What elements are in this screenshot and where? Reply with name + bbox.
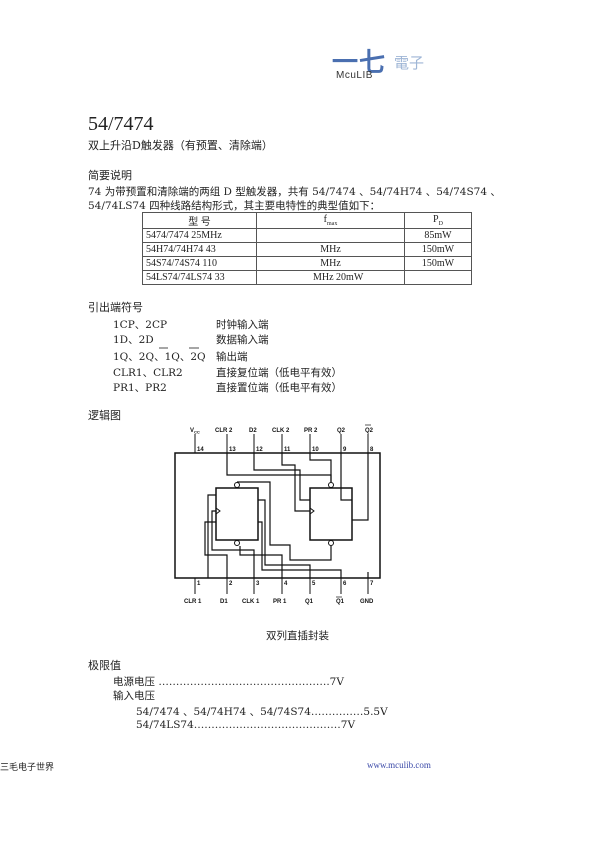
limits-input-line-2: 54/74LS74……………………………………7V	[136, 719, 356, 731]
table-cell: 150mW	[404, 242, 472, 257]
table-cell: MHz 20mW	[256, 270, 405, 285]
header-pd-p: P	[433, 214, 439, 225]
pin-10: 10	[312, 447, 319, 453]
pin-2: 2	[229, 581, 233, 587]
header-fmax-f: f	[323, 214, 327, 225]
summary-heading: 简要说明	[88, 169, 132, 182]
mculib-logo: 一七 電子 McuLIB	[332, 42, 442, 84]
limits-supply: 电源电压 ………………………………………….7V	[113, 676, 344, 688]
label-q1-bar: Q1	[336, 599, 345, 605]
spec-table-header: 型 号 fmax PD	[142, 212, 472, 229]
header-fmax-sub: max	[327, 221, 338, 227]
table-cell: 5474/7474 25MHz	[142, 228, 257, 243]
label-q2-bar: Q2	[365, 428, 374, 434]
pin-desc-data: 数据输入端	[216, 334, 269, 346]
label-clk2: CLK 2	[272, 428, 290, 434]
table-row: 54S74/74S74 110 MHz 150mW	[142, 256, 472, 271]
label-d1: D1	[220, 599, 228, 605]
label-clr1: CLR 1	[184, 599, 202, 605]
pin-13: 13	[229, 447, 236, 453]
table-row: 54LS74/74LS74 33 MHz 20mW	[142, 270, 472, 285]
table-cell: 54LS74/74LS74 33	[142, 270, 257, 285]
table-cell: 150mW	[404, 256, 472, 271]
summary-line-1: 74 为带预置和清除端的两组 D 型触发器，共有 54/7474 、54/74H…	[88, 186, 501, 198]
label-clr2: CLR 2	[215, 428, 233, 434]
footer-left: 三毛电子世界	[0, 763, 55, 773]
header-model: 型 号	[142, 212, 257, 229]
pin-desc-output: 输出端	[216, 351, 248, 363]
header-pd: PD	[404, 212, 472, 229]
table-cell: 54S74/74S74 110	[142, 256, 257, 271]
label-clk1: CLK 1	[242, 599, 260, 605]
pin-7: 7	[370, 581, 374, 587]
table-cell: 54H74/74H74 43	[142, 242, 257, 257]
pin-8: 8	[370, 447, 374, 453]
pin-4: 4	[284, 581, 288, 587]
page-title: 54/7474	[88, 113, 154, 135]
pin-symbol-clear: CLR1、CLR2	[113, 367, 183, 379]
table-cell: 85mW	[404, 228, 472, 243]
table-cell	[256, 228, 405, 243]
header-pd-sub: D	[438, 221, 443, 227]
pin-desc-preset: 直接置位端（低电平有效）	[216, 382, 342, 394]
pin-9: 9	[343, 447, 347, 453]
pin-5: 5	[312, 581, 316, 587]
pin-symbol-output: 1Q、2Q、1Q、2Q	[113, 351, 206, 363]
label-gnd: GND	[360, 599, 374, 605]
label-pr1: PR 1	[273, 599, 287, 605]
logic-heading: 逻辑图	[88, 409, 121, 422]
table-cell: MHz	[256, 256, 405, 271]
package-outline	[174, 452, 381, 579]
pin-11: 11	[284, 447, 291, 453]
table-cell: MHz	[256, 242, 405, 257]
table-row: 5474/7474 25MHz 85mW	[142, 228, 472, 243]
logo-wordmark: McuLIB	[336, 70, 373, 81]
spec-table: 型 号 fmax PD 5474/7474 25MHz 85mW 54H74/7…	[142, 212, 472, 285]
summary-line-2: 54/74LS74 四种线路结构形式，其主要电特性的典型值如下：	[88, 200, 381, 212]
label-d2: D2	[249, 428, 257, 434]
diagram-caption: 双列直插封装	[266, 630, 329, 642]
limits-heading: 极限值	[88, 659, 121, 672]
label-pr2: PR 2	[304, 428, 318, 434]
pin-desc-clock: 时钟输入端	[216, 319, 269, 331]
pins-heading: 引出端符号	[88, 301, 143, 314]
label-q1: Q1	[305, 599, 314, 605]
pin-symbol-data: 1D、2D	[113, 334, 154, 346]
flip-flop-2	[309, 487, 353, 541]
logo-mark: 一七	[332, 47, 387, 77]
page-subtitle: 双上升沿D触发器（有预置、清除端）	[88, 139, 273, 152]
logic-diagram: VCC CLR 2 D2 CLK 2 PR 2 Q2 Q2 14 13 12 1…	[174, 424, 381, 605]
header-fmax: fmax	[256, 212, 405, 229]
pin-6: 6	[343, 581, 347, 587]
pin-symbol-preset: PR1、PR2	[113, 382, 167, 394]
label-q2: Q2	[337, 428, 346, 434]
pin-1: 1	[197, 581, 201, 587]
logo-mark-secondary: 電子	[394, 55, 425, 72]
flip-flop-1	[215, 487, 259, 541]
pin-desc-clear: 直接复位端（低电平有效）	[216, 367, 342, 379]
wiring	[204, 453, 369, 578]
footer-link[interactable]: www.mculib.com	[367, 760, 431, 770]
pin-symbol-clock: 1CP、2CP	[113, 319, 168, 331]
limits-input-heading: 输入电压	[113, 690, 155, 702]
overline-marks	[159, 347, 199, 349]
table-row: 54H74/74H74 43 MHz 150mW	[142, 242, 472, 257]
label-vcc: VCC	[190, 428, 200, 435]
table-cell	[404, 270, 472, 285]
pin-12: 12	[256, 447, 263, 453]
pin-14: 14	[197, 447, 204, 453]
pin-3: 3	[256, 581, 260, 587]
limits-input-line-1: 54/7474 、54/74H74 、54/74S74……………5.5V	[136, 706, 388, 718]
